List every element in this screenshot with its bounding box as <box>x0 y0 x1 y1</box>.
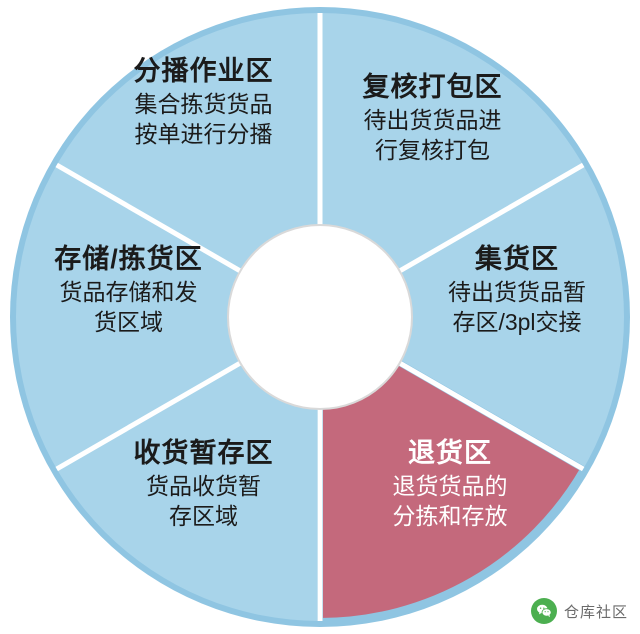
donut-center-hole <box>227 224 413 410</box>
watermark: 仓库社区 <box>530 598 628 624</box>
segment-returns-outline <box>317 311 588 625</box>
watermark-text: 仓库社区 <box>563 603 628 621</box>
wechat-icon <box>530 598 557 624</box>
